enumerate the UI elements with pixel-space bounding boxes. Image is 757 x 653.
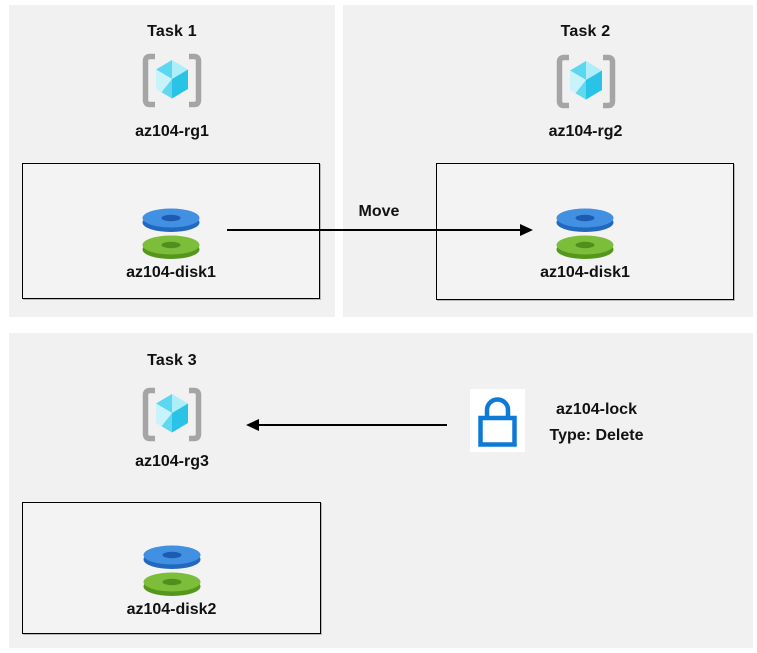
task-1-title: Task 1: [147, 23, 197, 40]
disk-1-label: az104-disk1: [126, 264, 216, 281]
move-arrow-label: Move: [358, 203, 400, 220]
lock-arrow-head-icon: [246, 419, 259, 431]
panel-task-2: Task 2 az104-rg2 az104-disk1: [343, 5, 753, 317]
resource-group-icon: [141, 386, 203, 443]
panel-task-1: Task 1 az104-rg1 az104-disk1: [9, 5, 335, 317]
task-3-title: Task 3: [147, 352, 197, 369]
lock-arrow-line: [258, 424, 447, 426]
lock-name-label: az104-lock: [556, 401, 637, 418]
move-arrow-line: [227, 229, 520, 231]
resource-group-3-label: az104-rg3: [135, 453, 209, 470]
lock-icon-background: [470, 389, 525, 452]
disk-box-task-3: az104-disk2: [22, 502, 321, 634]
resource-group-icon: [141, 52, 203, 109]
lock-type-label: Type: Delete: [549, 427, 644, 444]
resource-group-2-label: az104-rg2: [548, 123, 623, 140]
lock-caption: az104-lock Type: Delete: [514, 397, 679, 449]
task-2-title: Task 2: [560, 23, 611, 40]
disk-box-task-1: az104-disk1: [22, 163, 320, 299]
disk-icon: [556, 208, 614, 259]
resource-group-1-label: az104-rg1: [135, 123, 209, 140]
disk-icon: [142, 208, 200, 259]
panel-task-3: Task 3 az104-rg3 az104-disk2 az104-lock …: [9, 333, 753, 648]
lock-icon: [478, 397, 517, 447]
disk-2-label: az104-disk2: [126, 601, 217, 618]
disk-icon: [143, 545, 200, 596]
move-arrow-head-icon: [520, 224, 533, 236]
disk-box-task-2: az104-disk1: [436, 163, 734, 300]
resource-group-icon: [555, 53, 617, 110]
disk-1-moved-label: az104-disk1: [540, 264, 630, 281]
